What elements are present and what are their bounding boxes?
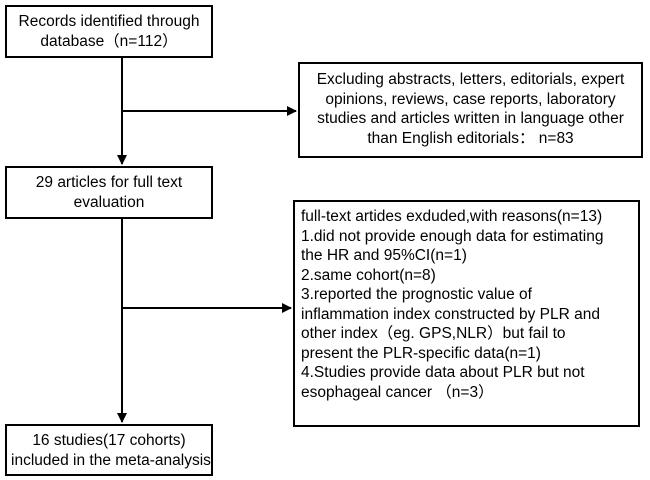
excluded-records-box: Excluding abstracts, letters, editorials…	[298, 62, 643, 158]
box-text-line: full-text artides exduded,with reasons(n…	[301, 208, 603, 225]
box-text-line: 2.same cohort(n=8)	[301, 266, 436, 284]
box-text-line: opinions, reviews, case reports, laborat…	[325, 90, 616, 108]
box-text-line: Excluding abstracts, letters, editorials…	[316, 71, 625, 88]
box-text-line: database（n=112）	[40, 32, 178, 50]
box-text-line: Records identified through	[18, 13, 200, 30]
box-text-line: evaluation	[73, 193, 145, 211]
box-text-line: studies and articles written in language…	[317, 110, 624, 127]
box-text-line: 16 studies(17 cohorts)	[32, 432, 186, 449]
box-text-line: included in the meta-analysis	[11, 451, 211, 469]
full-text-evaluation-box: 29 articles for full text evaluation	[5, 166, 213, 219]
box-text-line: other index（eg. GPS,NLR）but fail to	[301, 325, 566, 342]
box-text-line: 4.Studies provide data about PLR but not	[301, 364, 585, 381]
included-studies-box: 16 studies(17 cohorts) included in the m…	[5, 424, 213, 476]
full-text-excluded-box: full-text artides exduded,with reasons(n…	[293, 200, 640, 427]
records-identified-box: Records identified through database（n=11…	[5, 5, 213, 58]
box-text-line: the HR and 95%CI(n=1)	[301, 247, 467, 264]
box-text-line: present the PLR-specific data(n=1)	[301, 344, 541, 362]
box-text-line: 3.reported the prognostic value of	[301, 286, 532, 303]
box-text-line: esophageal cancer （n=3）	[301, 383, 494, 401]
box-text-line: inflammation index constructed by PLR an…	[301, 305, 600, 323]
box-text-line: 1.did not provide enough data for estima…	[301, 227, 604, 245]
box-text-line: 29 articles for full text	[35, 174, 183, 191]
box-text-line: than English editorials： n=83	[367, 129, 574, 147]
